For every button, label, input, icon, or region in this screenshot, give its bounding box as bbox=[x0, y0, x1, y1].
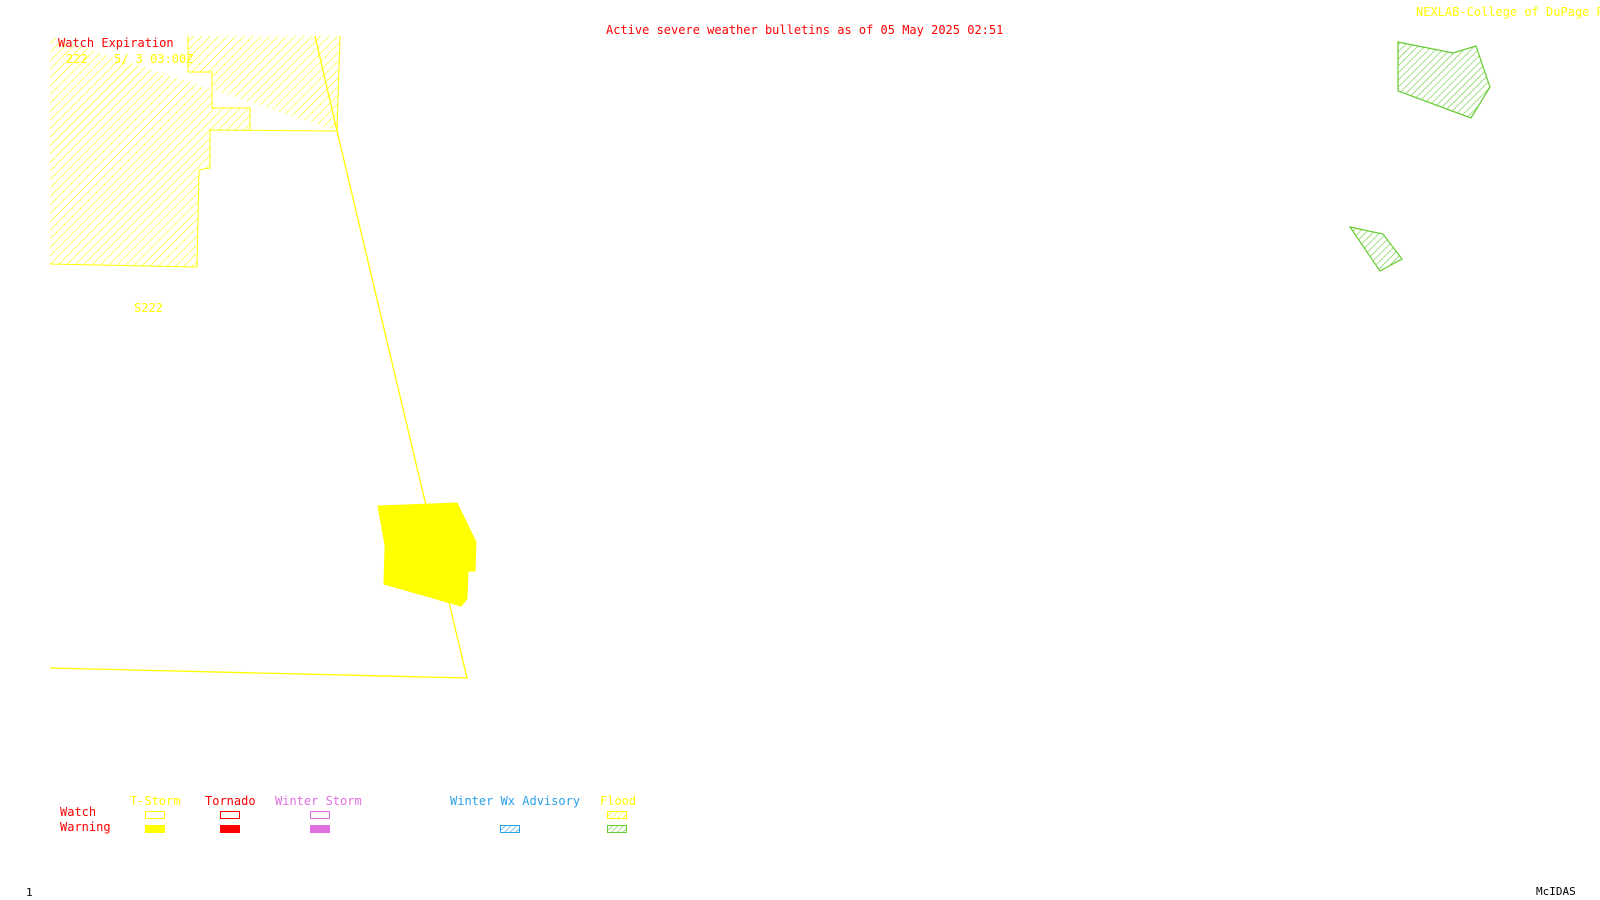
flood-warning-polygon-2 bbox=[1348, 226, 1403, 272]
legend-label-flood: Flood bbox=[600, 794, 637, 808]
legend-label-winter-advisory: Winter Wx Advisory bbox=[450, 794, 581, 808]
legend-swatch-tstorm-watch bbox=[145, 811, 165, 819]
software-label: McIDAS bbox=[1536, 885, 1576, 898]
page-title: Active severe weather bulletins as of 05… bbox=[606, 23, 1004, 37]
legend-row-warning: Warning bbox=[60, 820, 111, 834]
legend-swatch-tstorm-warning bbox=[145, 825, 165, 833]
frame-number: 1 bbox=[26, 886, 33, 899]
legend-swatch-winter-storm-warning bbox=[310, 825, 330, 833]
credit-label: NEXLAB-College of DuPage R bbox=[1416, 5, 1600, 19]
legend-label-winter-storm: Winter Storm bbox=[275, 794, 362, 808]
tstorm-watch-outline bbox=[49, 35, 468, 679]
legend-label-tornado: Tornado bbox=[205, 794, 256, 808]
legend-label-tstorm: T-Storm bbox=[130, 794, 181, 808]
legend-swatch-flood-watch bbox=[607, 811, 627, 819]
flood-warning-polygon-1 bbox=[1397, 41, 1491, 119]
legend-row-watch: Watch bbox=[60, 805, 97, 819]
watch-expiration-number: 222 bbox=[66, 52, 88, 66]
legend-swatch-winter-advisory bbox=[500, 825, 520, 833]
flood-watch-area bbox=[50, 36, 340, 267]
legend-swatch-flood-warning bbox=[607, 825, 627, 833]
legend-swatch-winter-storm-watch bbox=[310, 811, 330, 819]
legend-swatch-tornado-warning bbox=[220, 825, 240, 833]
watch-label-s222: S222 bbox=[134, 301, 163, 315]
watch-expiration-heading: Watch Expiration bbox=[58, 36, 174, 50]
tstorm-warning-polygon bbox=[377, 502, 477, 607]
watch-expiration-time: 5/ 3 03:00Z bbox=[114, 52, 194, 66]
legend-swatch-tornado-watch bbox=[220, 811, 240, 819]
flood-watch-inner-border bbox=[187, 36, 251, 130]
